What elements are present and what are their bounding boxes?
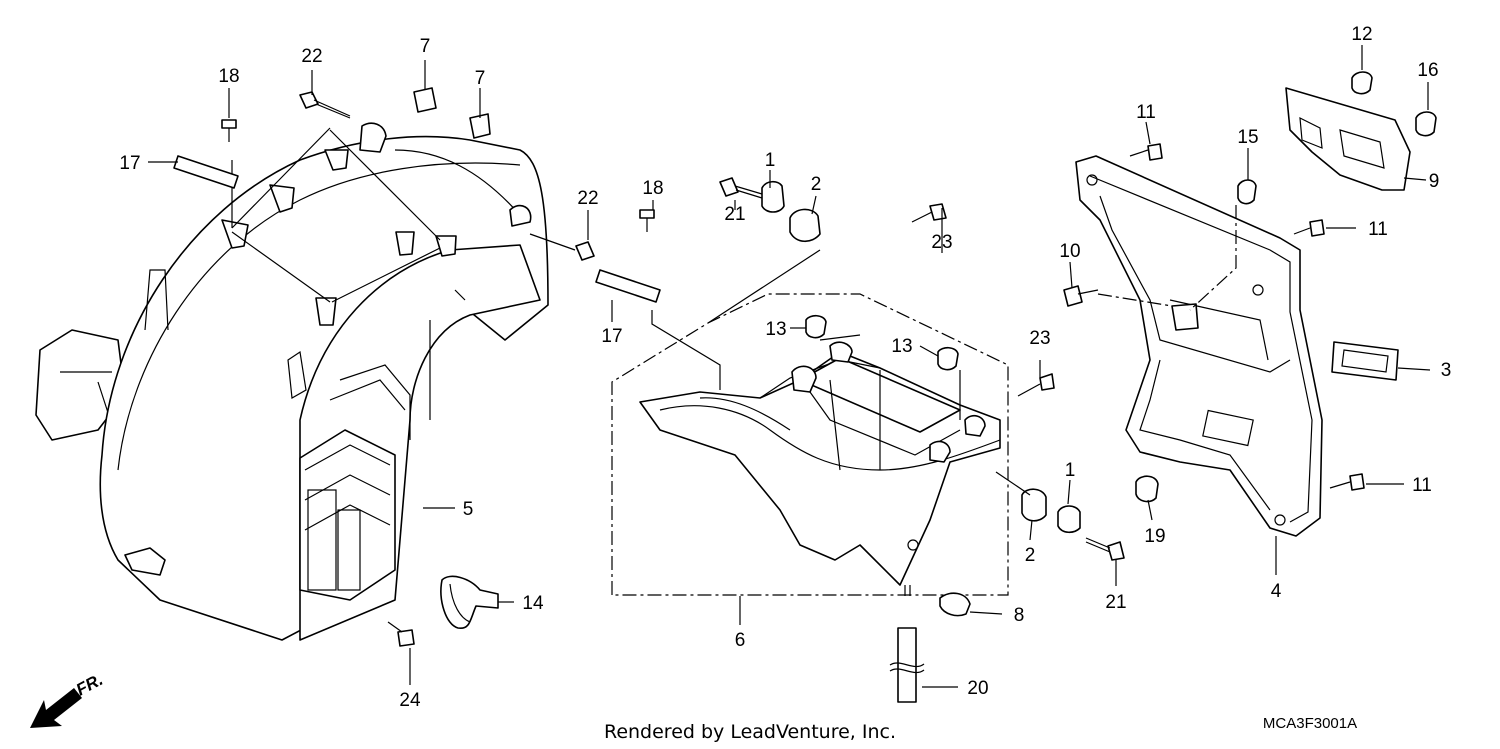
- callout-7: 7: [420, 36, 431, 57]
- rear-fender-part: [611, 249, 1009, 596]
- callout-14: 14: [522, 593, 544, 614]
- callout-labels: 22 7 18 7 17 22 18 17 1 2 21 23 13 13 23…: [119, 24, 1451, 711]
- footer-credit: Rendered by LeadVenture, Inc.: [604, 721, 896, 743]
- callout-1: 1: [765, 150, 776, 171]
- callout-12: 12: [1351, 24, 1372, 45]
- callout-6: 6: [735, 630, 746, 651]
- front-direction-arrow: FR.: [30, 670, 106, 728]
- callout-10: 10: [1059, 241, 1080, 262]
- callout-11: 11: [1136, 102, 1156, 123]
- callout-24: 24: [399, 690, 421, 711]
- callout-3: 3: [1441, 360, 1452, 381]
- leader-lines: [148, 45, 1431, 688]
- callout-23: 23: [931, 232, 952, 253]
- callout-18: 18: [642, 178, 663, 199]
- callout-2: 2: [1025, 545, 1036, 566]
- callout-2: 2: [811, 174, 822, 195]
- callout-4: 4: [1271, 581, 1282, 602]
- callout-15: 15: [1237, 127, 1258, 148]
- callout-23: 23: [1029, 328, 1050, 349]
- callout-20: 20: [967, 678, 988, 699]
- callout-9: 9: [1429, 171, 1440, 192]
- callout-8: 8: [1014, 605, 1025, 626]
- callout-18: 18: [218, 66, 239, 87]
- diagram-code: MCA3F3001A: [1263, 715, 1357, 732]
- callout-11: 11: [1368, 219, 1388, 240]
- callout-13: 13: [765, 319, 786, 340]
- fasteners-right: [1063, 71, 1437, 503]
- fasteners-center: [595, 177, 1125, 703]
- callout-22: 22: [301, 46, 322, 67]
- callout-17: 17: [601, 326, 622, 347]
- license-cover-part: [1075, 155, 1323, 537]
- callout-11: 11: [1412, 475, 1432, 496]
- fasteners-left: [173, 87, 595, 647]
- callout-17: 17: [119, 153, 140, 174]
- callout-21: 21: [724, 204, 745, 225]
- callout-7: 7: [475, 68, 486, 89]
- callout-19: 19: [1144, 526, 1165, 547]
- callout-21: 21: [1105, 592, 1126, 613]
- arrow-icon: [30, 688, 82, 728]
- inner-fender-part: [35, 122, 549, 641]
- callout-1: 1: [1065, 460, 1076, 481]
- callout-16: 16: [1417, 60, 1438, 81]
- callout-13: 13: [891, 336, 912, 357]
- callout-22: 22: [577, 188, 598, 209]
- callout-5: 5: [463, 499, 474, 520]
